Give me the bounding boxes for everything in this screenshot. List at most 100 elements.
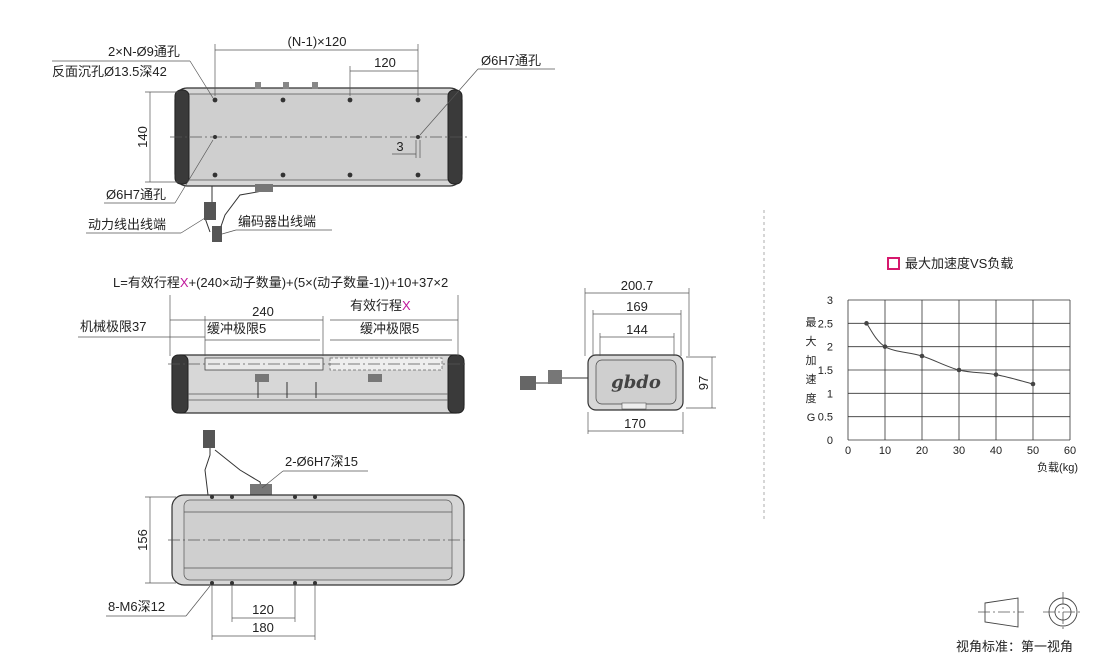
hole (313, 581, 317, 585)
power-cable-label: 动力线出线端 (88, 217, 166, 232)
x-tick-label: 60 (1064, 445, 1076, 457)
x-tick-label: 10 (879, 445, 891, 457)
hole (347, 97, 353, 103)
data-point (919, 353, 925, 359)
dim-120-top: 120 (374, 55, 396, 70)
x-axis-ticks: 0 10 20 30 40 50 60 (845, 445, 1076, 457)
stroke-area (329, 357, 443, 371)
hole (415, 97, 421, 103)
mech-limit-label: 机械极限37 (80, 319, 146, 334)
hole (230, 581, 234, 585)
y-tick-label: 2.5 (818, 318, 833, 330)
x-tick-label: 40 (990, 445, 1002, 457)
chart-grid (847, 299, 1071, 441)
hole-note-line2: 反面沉孔Ø13.5深42 (52, 64, 167, 79)
x-axis-label: 负载(kg) (1037, 460, 1078, 474)
dim-120-bottom: 120 (252, 602, 274, 617)
data-point (993, 372, 999, 377)
y-axis-label-char: 最 (806, 316, 817, 329)
series-points (864, 321, 1036, 387)
y-tick-label: 0 (827, 435, 833, 447)
stroke-x: X (402, 298, 411, 313)
height-156: 156 (135, 529, 150, 551)
dim-240: 240 (252, 304, 274, 319)
chart-title-marker (887, 257, 900, 270)
hole (212, 97, 218, 103)
dim-97: 97 (696, 376, 711, 390)
dim-180: 180 (252, 620, 274, 635)
x-tick-label: 50 (1027, 445, 1039, 457)
projection-label: 视角标准：第一视角 (956, 639, 1073, 654)
side-connector (255, 374, 269, 382)
pin-hole-left-label: Ø6H7通孔 (106, 187, 166, 202)
data-point (1030, 381, 1036, 387)
pin-hole (213, 135, 217, 139)
y-axis-label-char: 度 (806, 391, 817, 405)
top-fitting (255, 82, 261, 89)
side-right-endcap (447, 354, 465, 414)
hole (280, 97, 286, 103)
stroke-prefix: 有效行程 (350, 298, 402, 313)
pin-hole-right-label: Ø6H7通孔 (481, 53, 541, 68)
dim-3: 3 (396, 139, 403, 154)
end-view: gbdo 200.7 169 144 97 170 (520, 278, 716, 434)
bottom-connector (203, 430, 215, 448)
tap-note: 2-Ø6H7深15 (285, 454, 358, 469)
end-connector (548, 370, 562, 384)
series-line (866, 323, 1034, 385)
screw-note: 8-M6深12 (108, 599, 165, 614)
leader-line (185, 585, 211, 617)
encoder-plug (212, 226, 222, 242)
end-view-slot (621, 402, 647, 410)
hole (313, 495, 317, 499)
leader-line (221, 229, 237, 235)
leader-line (189, 60, 214, 99)
dim-144: 144 (626, 322, 648, 337)
side-left-endcap (171, 354, 189, 414)
y-axis-label-char: 速 (806, 373, 817, 386)
dim-170: 170 (624, 416, 646, 431)
side-connector (368, 374, 382, 382)
buffer-right-label: 缓冲极限5 (360, 321, 419, 336)
projection-symbol: 视角标准：第一视角 (956, 592, 1083, 654)
brand-logo: gbdo (611, 372, 661, 393)
data-point (956, 367, 962, 373)
side-view: L=有效行程X+(240×动子数量)+(5×(动子数量-1))+10+37×2 … (78, 275, 468, 414)
formula-prefix: L=有效行程 (113, 275, 180, 290)
pitch-label: (N-1)×120 (288, 34, 347, 49)
encoder-connector (255, 184, 273, 192)
top-fitting (283, 82, 289, 89)
dim-169: 169 (626, 299, 648, 314)
y-axis-label-char: 加 (806, 354, 817, 367)
hole (347, 172, 353, 178)
hole (293, 581, 297, 585)
height-140: 140 (135, 126, 150, 148)
pin-hole (416, 135, 420, 139)
leader-line (419, 68, 479, 136)
x-tick-label: 0 (845, 445, 851, 457)
top-holes (212, 97, 421, 178)
formula-suffix: +(240×动子数量)+(5×(动子数量-1))+10+37×2 (189, 275, 449, 290)
power-connector (204, 202, 216, 220)
data-point (864, 321, 869, 326)
y-axis-label-char: 大 (806, 334, 817, 348)
bottom-view: 2-Ø6H7深15 156 8-M6深12 120 180 (106, 430, 468, 640)
data-point (882, 344, 888, 349)
formula-x: X (180, 275, 189, 290)
top-view: (N-1)×120 120 2×N-Ø9通孔 反面沉孔Ø13.5深42 Ø6H7… (52, 34, 555, 242)
end-connector (520, 376, 536, 390)
hole (230, 495, 234, 499)
x-tick-label: 30 (953, 445, 965, 457)
buffer-left-label: 缓冲极限5 (207, 321, 266, 336)
dim-200-7: 200.7 (621, 278, 654, 293)
y-axis-ticks: 00.511.522.53 (818, 295, 833, 447)
effective-stroke: 有效行程X (350, 298, 411, 313)
hole (210, 581, 214, 585)
top-fitting (312, 82, 318, 89)
hole (210, 495, 214, 499)
x-tick-label: 20 (916, 445, 928, 457)
hole (212, 172, 218, 178)
y-tick-label: 0.5 (818, 412, 833, 424)
